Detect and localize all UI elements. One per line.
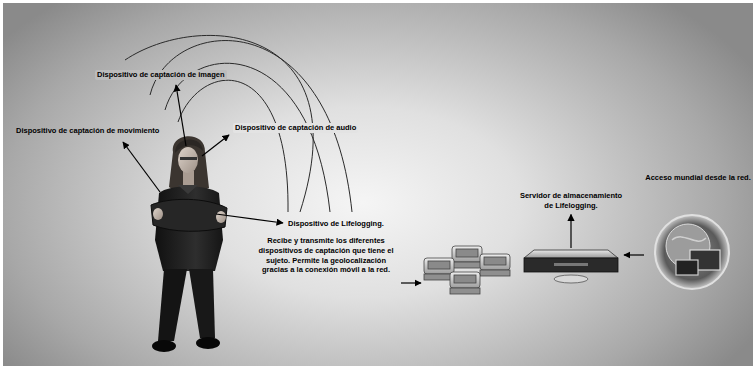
disc: [554, 275, 588, 283]
leader-arrow: [176, 85, 186, 146]
globe-land: [672, 237, 706, 241]
hair: [175, 140, 203, 153]
node-illustration: [644, 172, 752, 290]
monitor: [676, 260, 698, 275]
server-node: Servidor de almacenamiento de Lifeloggin…: [518, 190, 624, 290]
drive-body: [452, 246, 482, 262]
drive-slot: [484, 257, 506, 265]
leg: [189, 269, 215, 338]
node-texts: Servidor de almacenamiento de Lifeloggin…: [518, 190, 624, 212]
face: [178, 147, 198, 173]
globe-circle: [655, 215, 729, 289]
server-top: [524, 250, 618, 258]
collar: [178, 185, 198, 194]
globe-node: Acceso mundial desde la red.: [644, 172, 752, 290]
callout-label: Dispositivo de captación de imagen: [95, 70, 227, 80]
drive-slot: [454, 275, 476, 283]
node-label: Acceso mundial desde la red.: [644, 173, 752, 183]
drive-icons: [424, 246, 510, 294]
drive-front: [450, 288, 480, 294]
drive-slot: [456, 249, 478, 257]
leader-arrow: [216, 214, 283, 223]
drive-front: [452, 262, 482, 268]
drive-body: [480, 254, 510, 270]
drive-slot: [428, 261, 450, 269]
drive-front: [480, 270, 510, 276]
drive-front: [424, 274, 454, 280]
shoe: [196, 337, 220, 349]
person-figure: [151, 136, 227, 352]
flow-arrow: [401, 282, 421, 283]
hand: [216, 211, 226, 223]
hair: [169, 136, 209, 191]
connector-arrow: [624, 254, 644, 255]
drive-icon: [424, 258, 454, 280]
leg: [158, 269, 187, 341]
drive-body: [424, 258, 454, 274]
crossed-arms: [151, 199, 227, 231]
drive-icon: [452, 246, 482, 268]
leader-lines: [123, 85, 421, 283]
description-text: Recibe y transmite los diferentes dispos…: [255, 236, 397, 275]
server-front: [524, 258, 618, 272]
background: [3, 3, 753, 366]
callout-label: Dispositivo de Lifelogging.: [288, 219, 384, 229]
neck: [183, 171, 194, 186]
hand: [153, 208, 163, 220]
glasses: [180, 157, 197, 160]
drive-icon: [480, 254, 510, 276]
node-label: Servidor de almacenamiento de Lifeloggin…: [518, 191, 624, 211]
callout-label: Dispositivo de captación de audio: [233, 123, 358, 133]
drive-icon: [450, 272, 480, 294]
signal-curve: [165, 63, 330, 212]
leader-arrow: [123, 142, 160, 192]
leader-arrow: [202, 135, 229, 156]
shoe: [152, 340, 176, 352]
callout-label: Dispositivo de captación de movimiento: [16, 126, 159, 136]
server-slot: [554, 263, 588, 266]
drive-body: [450, 272, 480, 288]
node-texts: Acceso mundial desde la red.: [644, 172, 752, 184]
leader-arrow: [570, 215, 571, 249]
